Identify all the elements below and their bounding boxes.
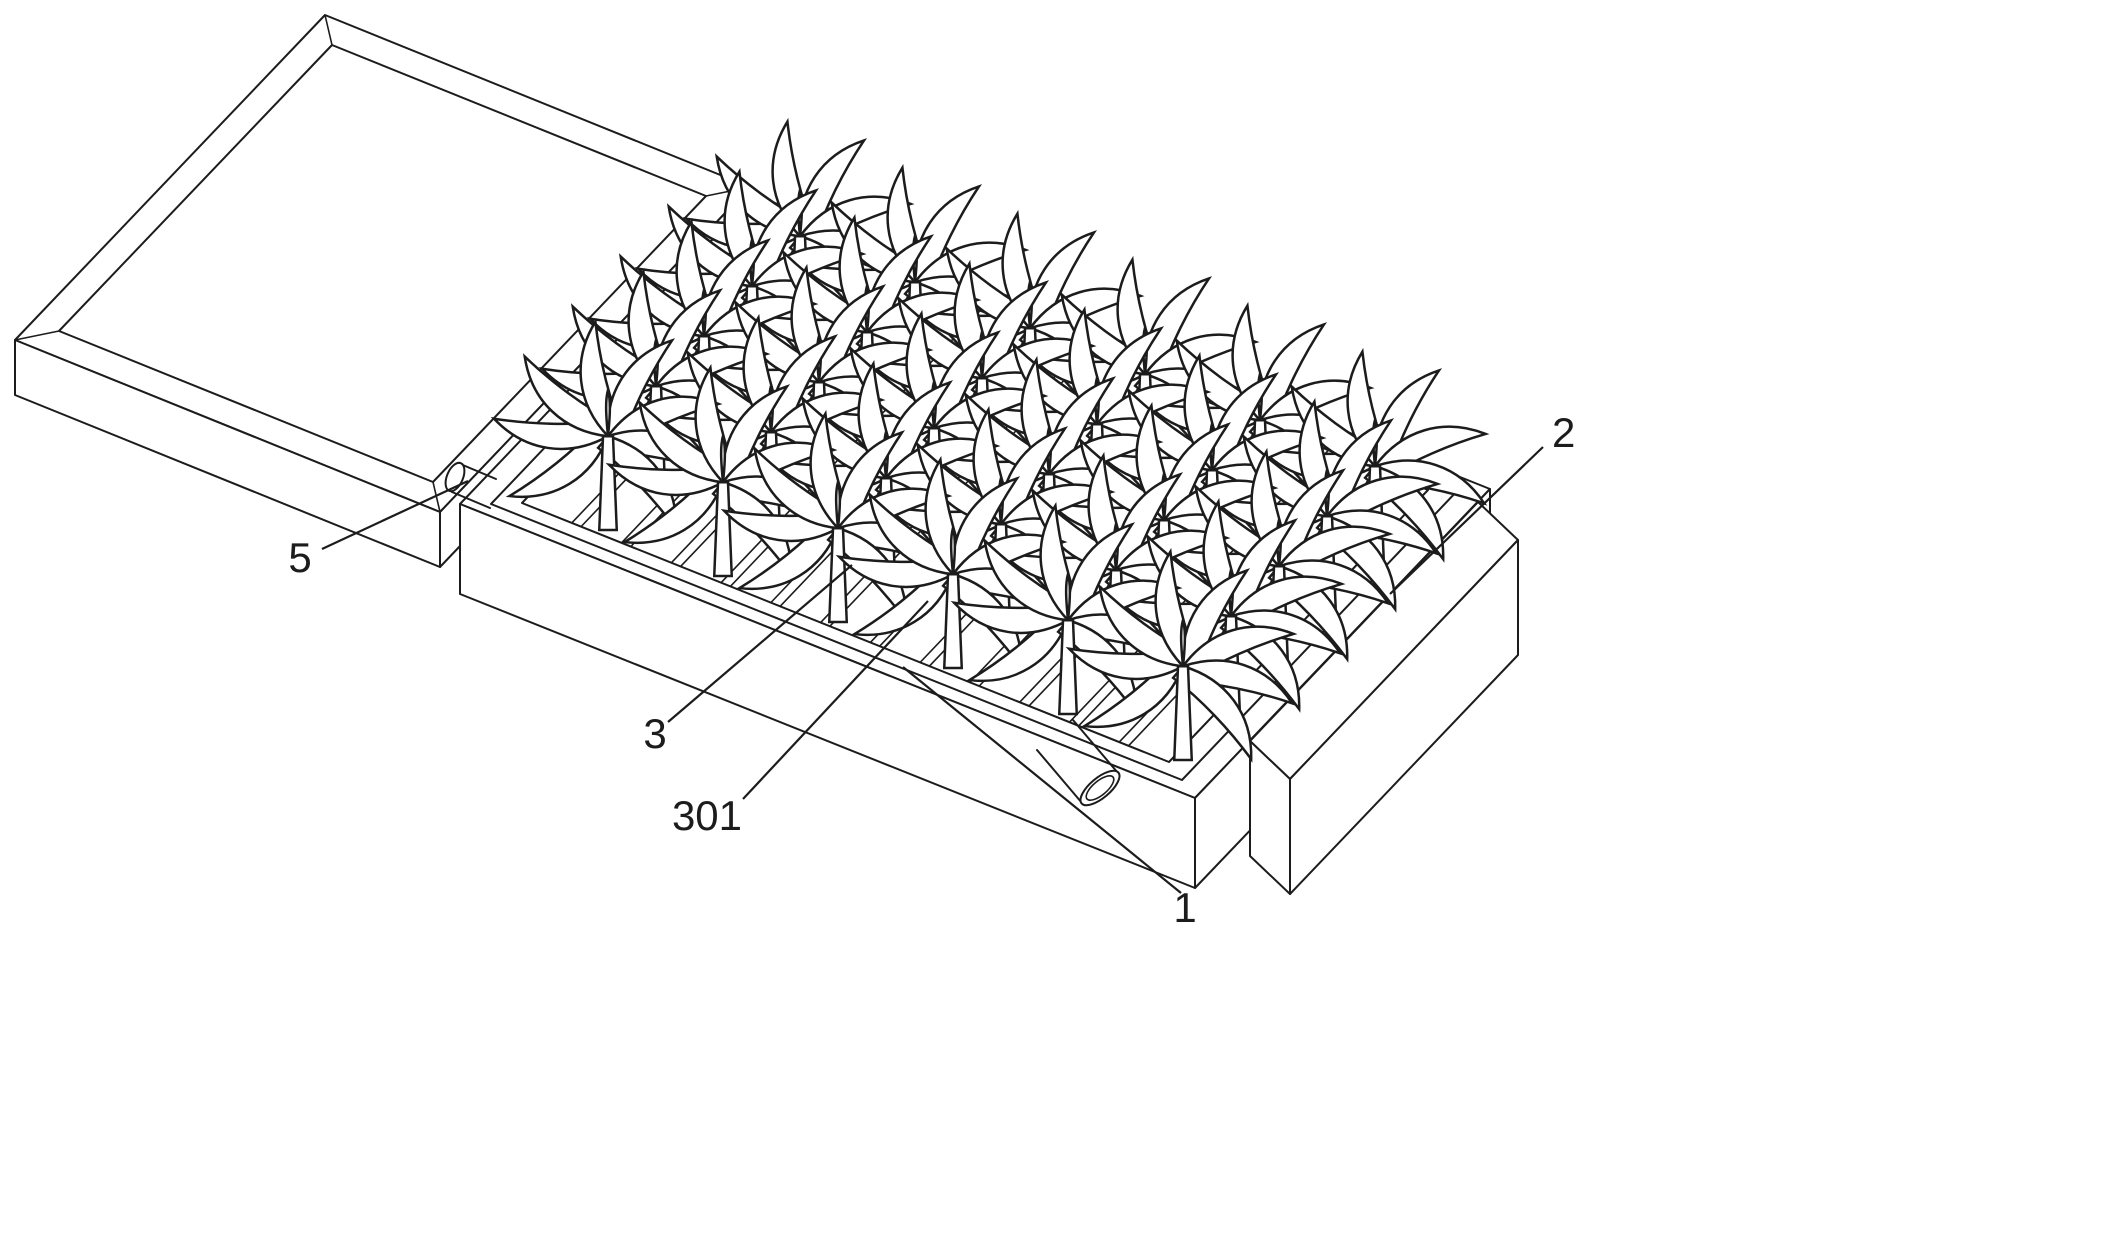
leader-line-5 [321, 480, 469, 550]
side-drawer [1249, 501, 1519, 895]
reference-label-1: 1 [1173, 884, 1196, 931]
leader-line-1 [902, 666, 1182, 894]
lid-rim-corner [324, 14, 333, 46]
leader-line-3 [667, 564, 853, 723]
leader-line-301 [742, 600, 929, 800]
drain-pipe-opening [1079, 769, 1121, 807]
reference-labels: 5 3 301 1 2 [288, 409, 1575, 931]
leader-line-2 [1389, 446, 1544, 595]
drawer-side-wall [1249, 740, 1291, 895]
leader-lines [321, 446, 1544, 894]
drain-pipe-bore [1085, 775, 1115, 801]
lid-rim-corner [432, 481, 441, 513]
reference-label-301: 301 [672, 792, 742, 839]
reference-label-5: 5 [288, 534, 311, 581]
lid-rim-corner [14, 330, 60, 341]
reference-label-2: 2 [1552, 409, 1575, 456]
drain-pipe [1036, 719, 1121, 807]
reference-label-3: 3 [643, 710, 666, 757]
